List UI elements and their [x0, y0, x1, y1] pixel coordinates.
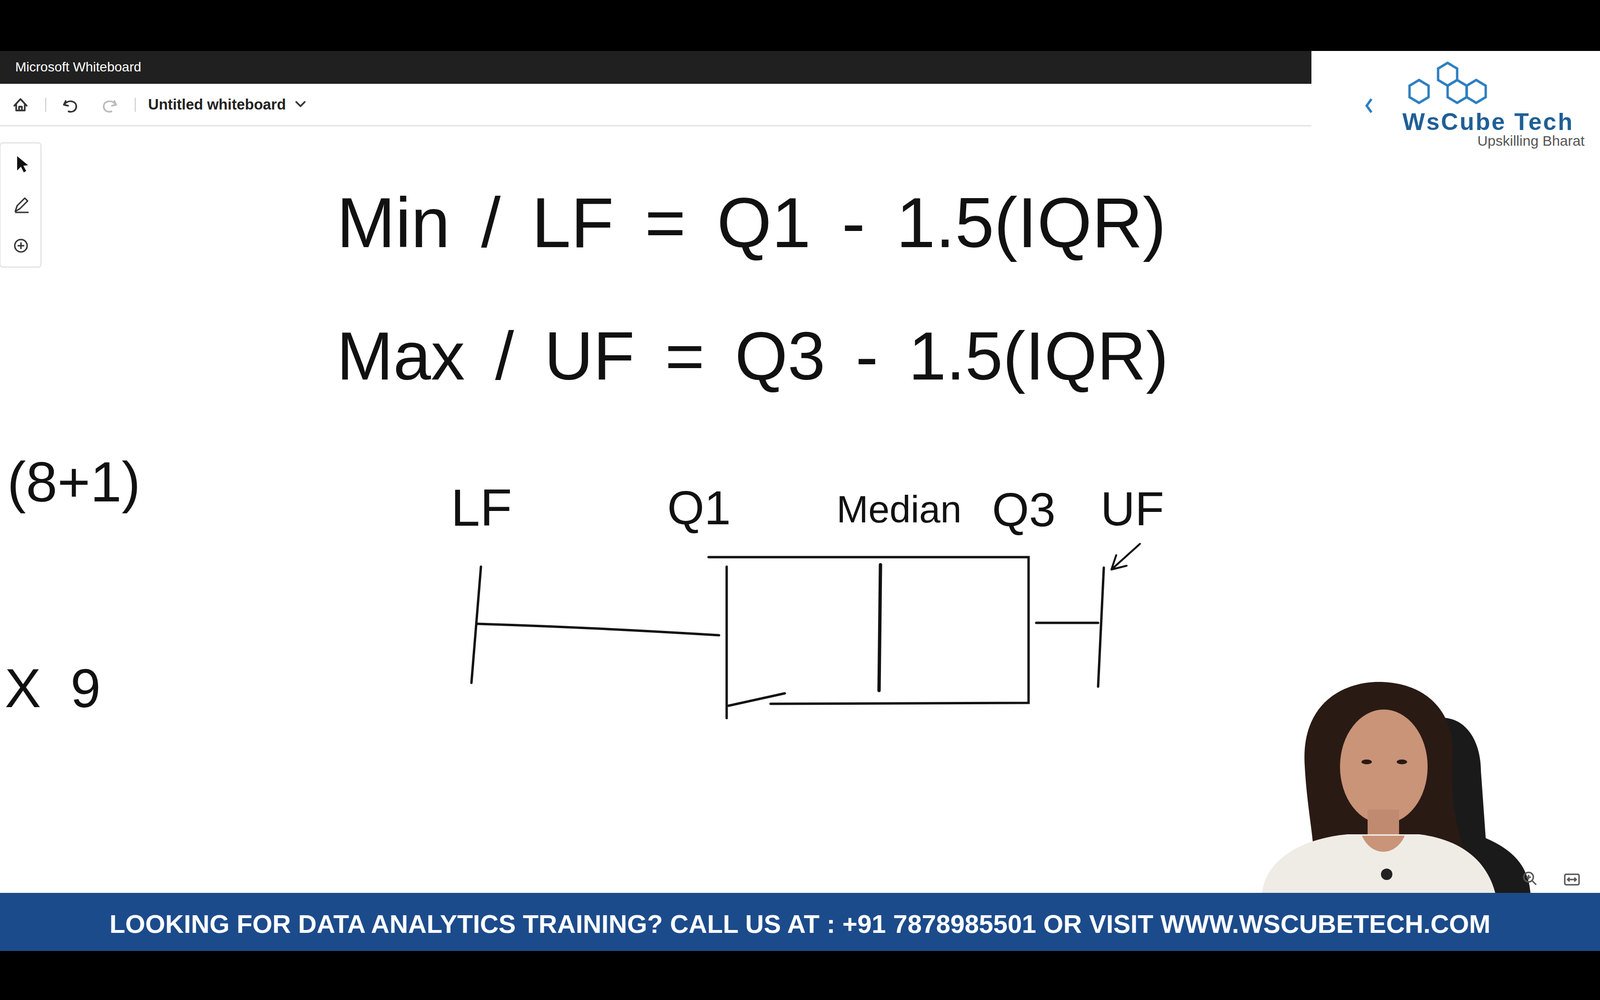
formula: Min / LF = Q1 - 1.5(IQR)	[336, 182, 1167, 264]
banner-text: LOOKING FOR DATA ANALYTICS TRAINING? CAL…	[109, 909, 1491, 939]
upper-fence-line	[1098, 567, 1104, 687]
iqr-box-stroke	[728, 693, 785, 706]
logo-tagline: Upskilling Bharat	[1477, 132, 1585, 150]
zoom-controls	[1523, 872, 1580, 885]
axis-label: Q3	[991, 482, 1056, 538]
chevron-icon	[296, 101, 305, 107]
app-title: Microsoft Whiteboard	[15, 59, 142, 75]
note: (8+1)	[7, 449, 141, 515]
upper-fence-arrow	[1111, 543, 1140, 570]
logo-hexagons	[1366, 62, 1486, 113]
pen-tool-icon	[15, 198, 29, 213]
select-tool-icon	[17, 156, 29, 173]
toolbar	[0, 83, 1312, 126]
whiteboard-canvas	[0, 50, 1600, 893]
redo-icon	[103, 100, 117, 112]
median-line	[879, 564, 881, 691]
lower-whisker	[477, 623, 720, 636]
add-tool-icon	[14, 239, 28, 252]
neckline	[1361, 835, 1405, 852]
logo-backdrop	[1311, 50, 1600, 234]
title-bar	[0, 50, 1312, 84]
eyes	[1361, 759, 1408, 765]
tool-panel	[0, 142, 41, 268]
face	[1340, 709, 1428, 824]
microphone	[1380, 868, 1393, 880]
home-icon	[14, 99, 27, 111]
promo-banner	[0, 892, 1600, 951]
formula: Max / UF = Q3 - 1.5(IQR)	[336, 317, 1169, 396]
logo-wordmark: WsCube Tech	[1402, 108, 1574, 137]
axis-label: UF	[1100, 481, 1164, 537]
iqr-box	[708, 557, 1029, 704]
separator	[45, 98, 47, 112]
upper-whisker	[1036, 621, 1099, 625]
presenter	[1261, 681, 1531, 893]
board-name: Untitled whiteboard	[148, 96, 286, 114]
separator	[134, 98, 136, 112]
box-plot	[471, 543, 1140, 719]
top	[1261, 834, 1496, 893]
axis-label: Q1	[667, 480, 731, 536]
axis-label: LF	[450, 477, 512, 539]
note: X 9	[4, 657, 101, 720]
toolbar-border	[0, 125, 1315, 127]
undo-icon	[63, 100, 77, 112]
axis-label: Median	[836, 487, 962, 532]
iqr-box-left	[725, 566, 729, 719]
